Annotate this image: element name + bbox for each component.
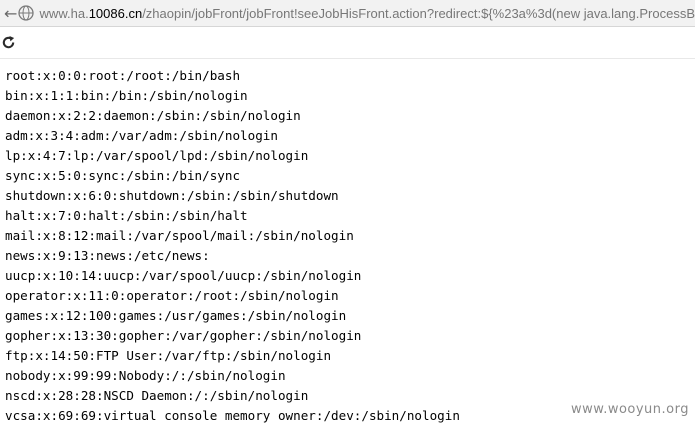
watermark: www.wooyun.org — [568, 402, 691, 417]
file-line: uucp:x:10:14:uucp:/var/spool/uucp:/sbin/… — [5, 268, 362, 283]
file-line: operator:x:11:0:operator:/root:/sbin/nol… — [5, 288, 339, 303]
file-line: halt:x:7:0:halt:/sbin:/sbin/halt — [5, 208, 248, 223]
file-line: daemon:x:2:2:daemon:/sbin:/sbin/nologin — [5, 108, 301, 123]
url-domain: 10086.cn — [88, 5, 143, 21]
file-line: root:x:0:0:root:/root:/bin/bash — [5, 68, 241, 83]
url-prefix: www.ha. — [39, 5, 89, 21]
globe-icon — [17, 5, 34, 21]
file-line: shutdown:x:6:0:shutdown:/sbin:/sbin/shut… — [5, 188, 339, 203]
address-bar[interactable]: ← www.ha.10086.cn/zhaopin/jobFront/jobFr… — [0, 0, 695, 27]
file-line: gopher:x:13:30:gopher:/var/gopher:/sbin/… — [5, 328, 362, 343]
back-arrow-icon[interactable]: ← — [4, 3, 18, 23]
file-line: vcsa:x:69:69:virtual console memory owne… — [5, 408, 460, 423]
file-line: mail:x:8:12:mail:/var/spool/mail:/sbin/n… — [5, 228, 354, 243]
file-line: bin:x:1:1:bin:/bin:/sbin/nologin — [5, 88, 248, 103]
url-text[interactable]: www.ha.10086.cn/zhaopin/jobFront/jobFron… — [40, 6, 695, 21]
url-path: /zhaopin/jobFront/jobFront!seeJobHisFron… — [142, 5, 695, 21]
file-line: games:x:12:100:games:/usr/games:/sbin/no… — [5, 308, 347, 323]
toolbar — [0, 28, 695, 59]
file-line: nobody:x:99:99:Nobody:/:/sbin/nologin — [5, 368, 286, 383]
file-line: sync:x:5:0:sync:/sbin:/bin/sync — [5, 168, 241, 183]
file-line: news:x:9:13:news:/etc/news: — [5, 248, 210, 263]
file-line: adm:x:3:4:adm:/var/adm:/sbin/nologin — [5, 128, 278, 143]
file-line: nscd:x:28:28:NSCD Daemon:/:/sbin/nologin — [5, 388, 309, 403]
refresh-icon[interactable] — [1, 35, 16, 50]
file-line: ftp:x:14:50:FTP User:/var/ftp:/sbin/nolo… — [5, 348, 332, 363]
passwd-file-content: root:x:0:0:root:/root:/bin/bash bin:x:1:1… — [5, 66, 695, 426]
file-line: lp:x:4:7:lp:/var/spool/lpd:/sbin/nologin — [5, 148, 309, 163]
